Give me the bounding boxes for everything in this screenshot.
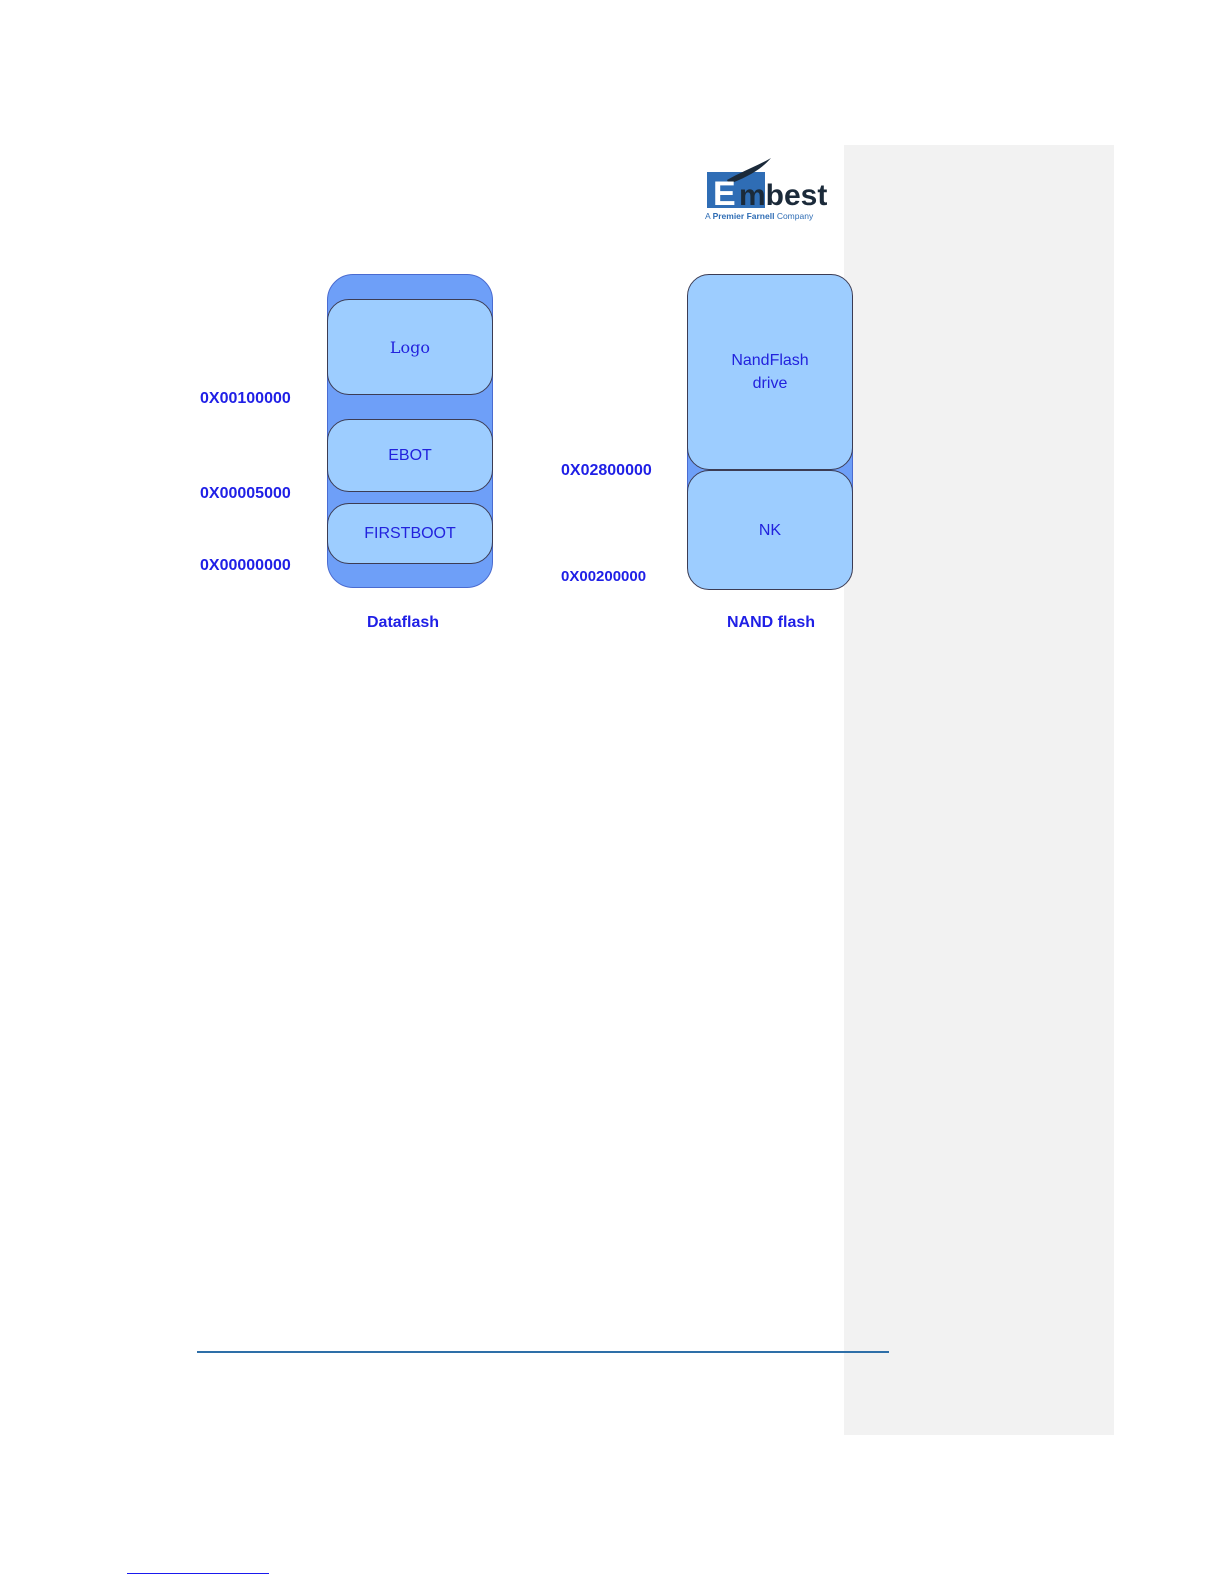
region-label: NK [759,519,781,542]
memory-map-diagram: Logo EBOT FIRSTBOOT 0X00100000 0X0000500… [190,262,860,634]
footer-link-underline [127,1573,269,1574]
region-label: Logo [390,336,430,359]
logo-letter: E [713,175,736,213]
dataflash-region-firstboot: FIRSTBOOT [327,503,493,564]
logo-word: mbest [739,179,827,212]
nandflash-caption: NAND flash [727,614,815,632]
nandflash-region-drive: NandFlash drive [687,274,853,470]
nandflash-address: 0X00200000 [561,568,646,585]
region-label: NandFlash drive [731,349,808,395]
embest-logo: E mbest A Premier Farnell Company [705,158,831,224]
comment-pane [844,145,1114,1435]
nandflash-region-nk: NK [687,470,853,590]
dataflash-region-logo: Logo [327,299,493,395]
dataflash-address: 0X00000000 [200,557,291,575]
nandflash-address: 0X02800000 [561,462,652,480]
footer-rule [197,1351,889,1353]
dataflash-caption: Dataflash [367,614,439,632]
dataflash-address: 0X00005000 [200,485,291,503]
dataflash-region-ebot: EBOT [327,419,493,492]
region-label: FIRSTBOOT [364,522,456,545]
region-label: EBOT [388,444,432,467]
logo-tagline: A Premier Farnell Company [705,211,814,221]
dataflash-address: 0X00100000 [200,390,291,408]
